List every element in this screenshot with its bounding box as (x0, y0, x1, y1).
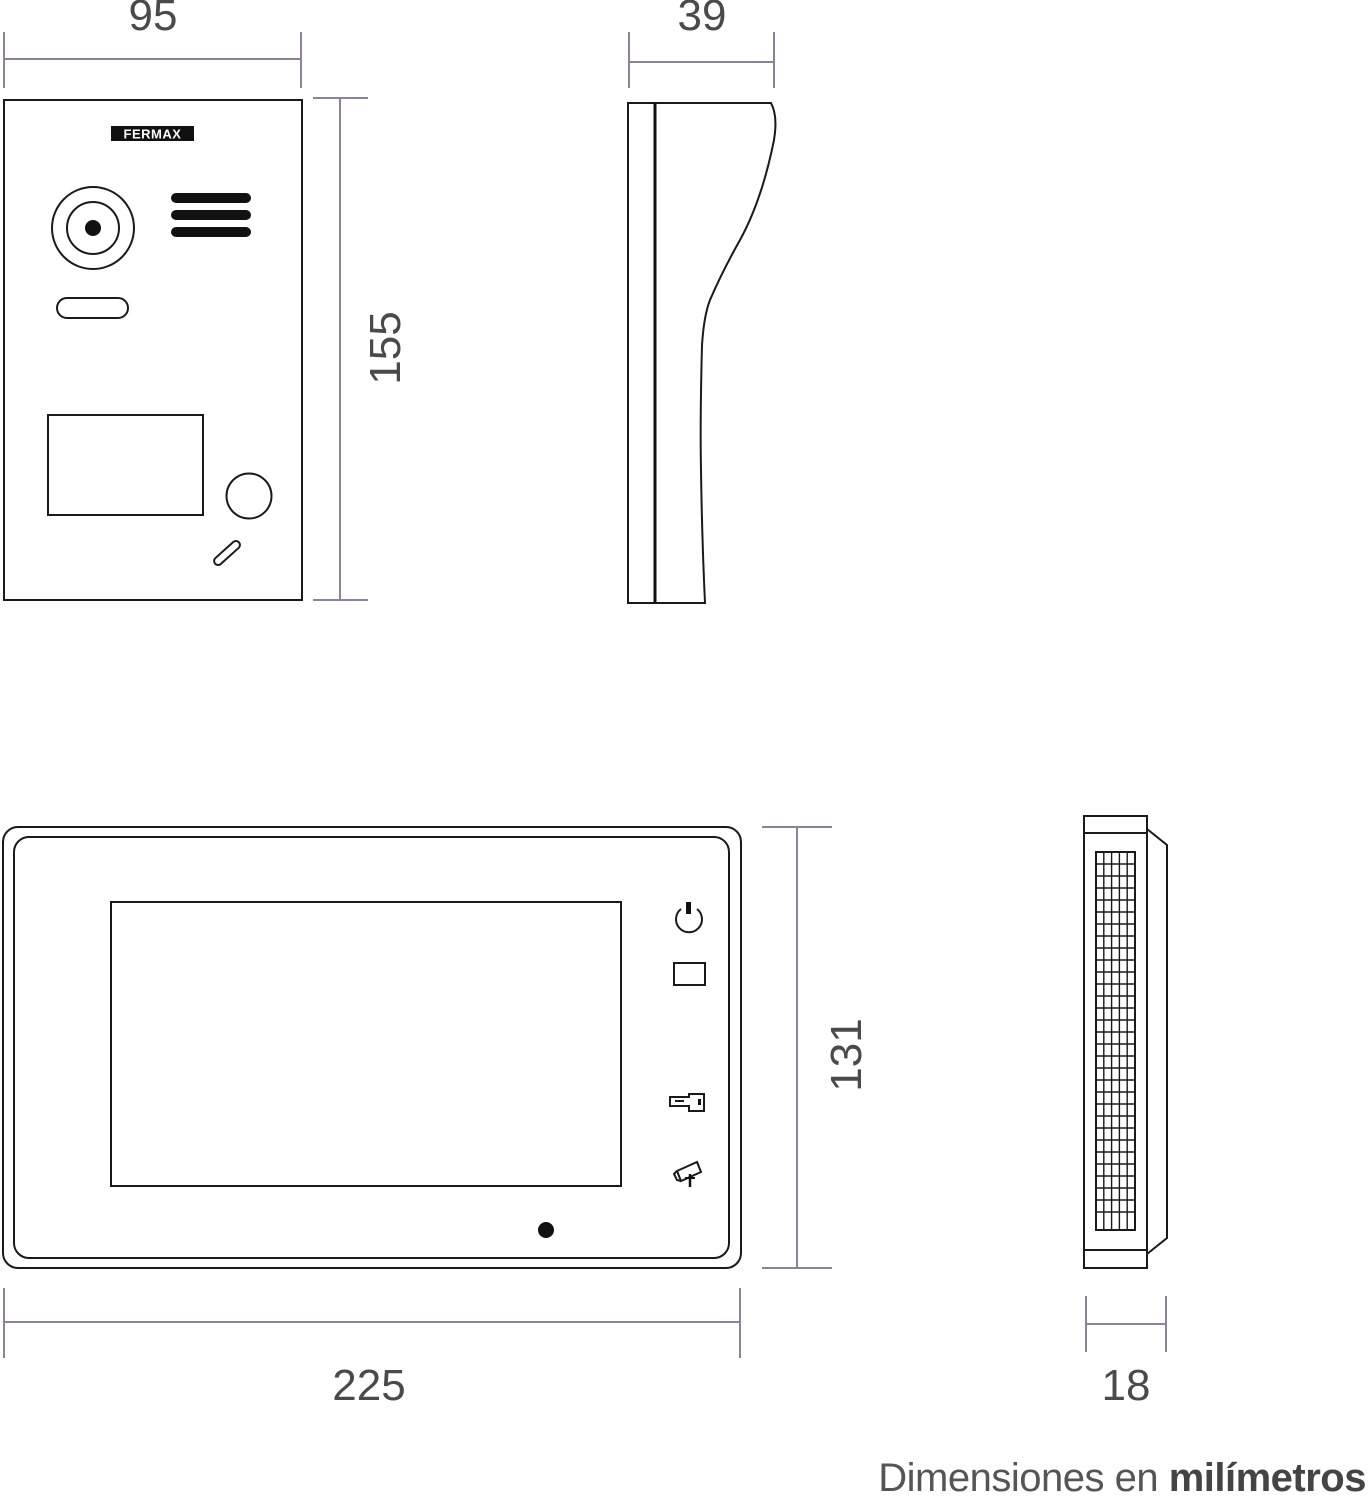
name-tag-slot (56, 297, 129, 319)
width-label: 95 (129, 0, 178, 40)
units-caption-prefix: Dimensiones en (878, 1456, 1169, 1500)
fermax-logo: FERMAX (111, 126, 194, 142)
monitor-inner-frame (13, 836, 730, 1259)
outdoor-panel-side: 39 (627, 0, 777, 604)
monitor-side: 18 (1083, 815, 1168, 1410)
speaker-grille-icon (1095, 851, 1136, 1231)
height-label: 155 (361, 311, 410, 384)
side-body (1083, 815, 1148, 1269)
directory-window (47, 414, 204, 516)
door-key-icon (669, 1093, 705, 1112)
panel-plate (3, 99, 303, 601)
side-bevel (1146, 828, 1168, 1255)
monitor-outer-frame (2, 826, 742, 1269)
side-profile (627, 102, 777, 604)
camera-lens-icon (51, 186, 135, 270)
units-caption: Dimensiones en milímetros (878, 1456, 1366, 1501)
power-icon (675, 902, 703, 934)
depth-label: 39 (678, 0, 727, 40)
height-label: 131 (822, 1018, 871, 1091)
depth-dimension-18: 18 (1085, 1296, 1167, 1410)
speaker-grille-icon (171, 193, 251, 237)
logo-text: FERMAX (124, 127, 182, 142)
monitor-screen (110, 901, 622, 1187)
units-caption-emphasis: milímetros (1168, 1456, 1367, 1500)
depth-dimension-39: 39 (628, 0, 775, 88)
microphone-dot (538, 1222, 554, 1238)
width-dimension-95: 95 (3, 0, 302, 88)
microphone-slot (213, 539, 241, 567)
outdoor-panel-front: 95 155 FERMAX (3, 0, 410, 601)
height-dimension-155: 155 (313, 97, 410, 601)
height-dimension-131: 131 (762, 826, 871, 1269)
depth-label: 18 (1102, 1361, 1151, 1410)
width-dimension-225: 225 (3, 1288, 741, 1410)
width-label: 225 (332, 1361, 405, 1410)
blank-button-icon (673, 962, 706, 986)
call-button (225, 472, 273, 520)
camera-icon (672, 1160, 703, 1187)
monitor-front: 131 225 (2, 826, 871, 1410)
